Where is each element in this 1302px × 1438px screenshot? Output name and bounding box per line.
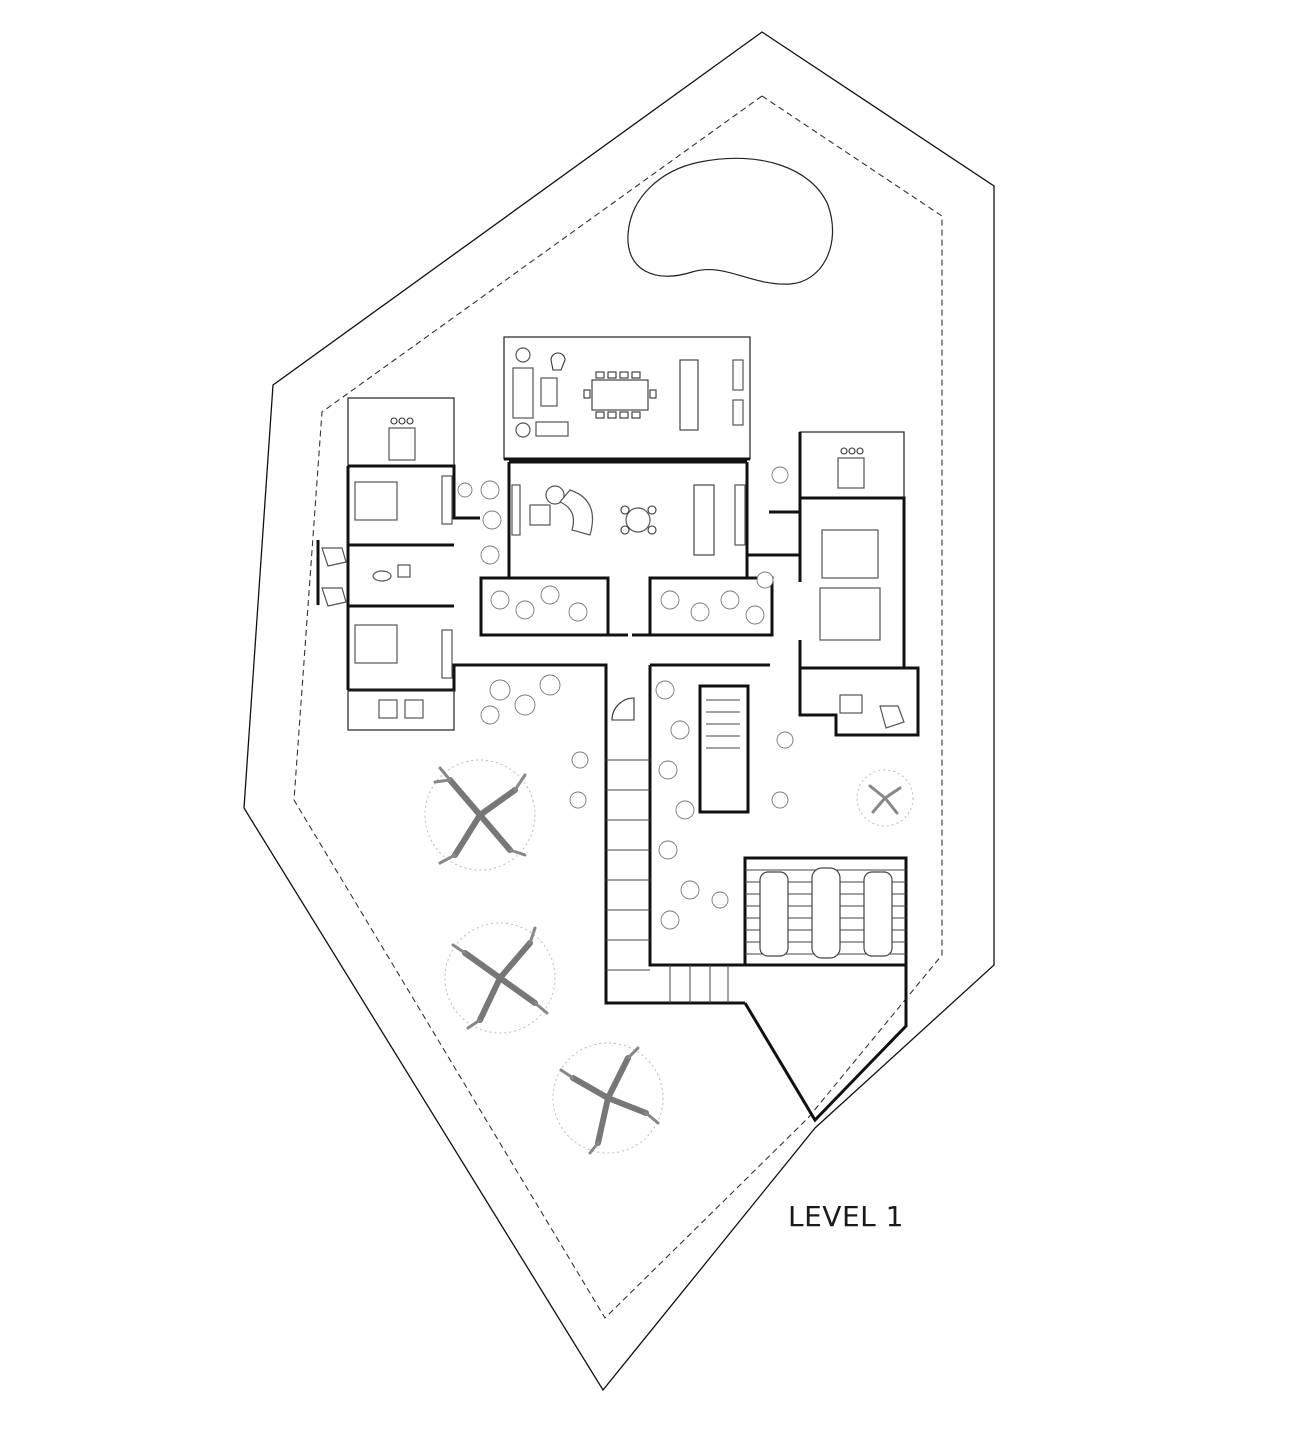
central-corridor bbox=[604, 663, 770, 1005]
pool bbox=[627, 157, 833, 285]
planter-right bbox=[648, 576, 774, 637]
tree bbox=[856, 769, 914, 827]
right-bedroom-wing bbox=[747, 431, 920, 737]
shrubs bbox=[457, 466, 794, 930]
main-living-block bbox=[507, 460, 749, 637]
site-boundary bbox=[243, 31, 995, 1392]
planter-left bbox=[479, 576, 610, 637]
tree bbox=[552, 1042, 664, 1155]
level-label: LEVEL 1 bbox=[788, 1200, 904, 1233]
left-bedroom-wing bbox=[316, 397, 608, 731]
tree bbox=[424, 759, 536, 871]
upper-pavilion bbox=[503, 336, 751, 461]
tree bbox=[444, 922, 556, 1034]
garage bbox=[743, 856, 908, 1123]
